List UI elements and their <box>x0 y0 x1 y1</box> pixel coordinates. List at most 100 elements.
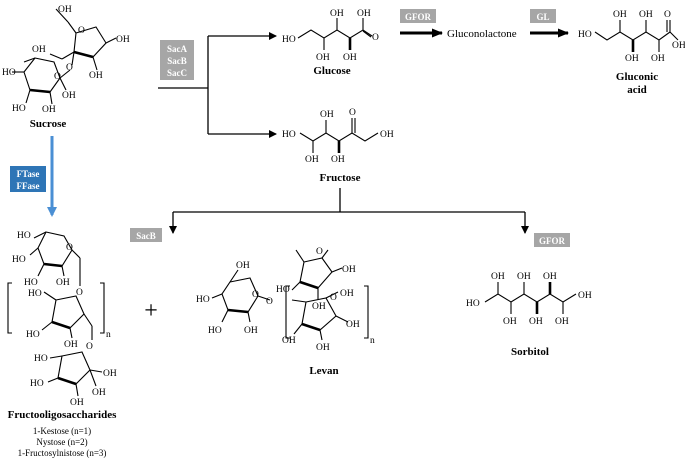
sucrose-oh-label: OH <box>62 91 76 101</box>
gluconic-oh-label: OH <box>672 41 685 51</box>
levan-oh-label: OH <box>342 265 356 275</box>
levan-ho-label: HO <box>208 326 222 336</box>
fos-ring-o-label: O <box>66 243 73 253</box>
sucrose-ho-label: HO <box>2 68 16 78</box>
sucrose-structure: O O O OH OH OH OH HO HO OH OH <box>2 5 130 115</box>
ftase-enzyme-box <box>10 166 46 192</box>
sacb-enzyme-box <box>130 228 162 242</box>
fructose-oh-label: OH <box>305 155 319 165</box>
gluconic-oh-label: OH <box>639 10 653 20</box>
gl-enzyme-label: GL <box>536 12 549 22</box>
sucrose-glyco-o-label: O <box>66 63 73 73</box>
sorbitol-oh-label: OH <box>491 272 505 282</box>
sucrose-ring-o-label: O <box>54 72 61 82</box>
fos-member-2: Nystose (n=2) <box>36 437 87 447</box>
gluconic-ho-label: HO <box>578 30 592 40</box>
sorbitol-structure: HO OH OH OH OH OH OH OH <box>466 272 592 327</box>
fos-oh-label: OH <box>92 388 106 398</box>
glucose-label: Glucose <box>313 65 350 77</box>
levan-n-label: n <box>370 336 375 346</box>
sucrose-label: Sucrose <box>30 118 67 130</box>
fos-member-1: 1-Kestose (n=1) <box>33 426 91 436</box>
levan-oh-label: OH <box>346 320 360 330</box>
fos-oh-label: OH <box>70 398 84 408</box>
sorbitol-oh-label: OH <box>529 317 543 327</box>
fos-oh-label: HO <box>17 231 31 241</box>
fos-ho-label: HO <box>28 289 42 299</box>
gluconic-oh-label: OH <box>651 54 665 64</box>
levan-oh-label: OH <box>244 326 258 336</box>
gluconolactone-label: Gluconolactone <box>447 28 517 40</box>
sorbitol-ho-label: HO <box>466 299 480 309</box>
gluconic-acid-label: acid <box>627 84 647 96</box>
fos-ho-label: HO <box>34 354 48 364</box>
glucose-structure: HO OH OH OH OH O <box>282 9 379 63</box>
gluconic-oh-label: OH <box>613 10 627 20</box>
gfor2-enzyme-box <box>534 233 570 247</box>
fos-ho-label: HO <box>26 330 40 340</box>
gluconic-o-label: O <box>664 10 671 20</box>
fos-n-label: n <box>106 330 111 340</box>
levan-label: Levan <box>309 365 338 377</box>
fos-member-3: 1-Fructosylnistose (n=3) <box>18 448 107 458</box>
sac-enzyme-label: SacC <box>167 68 187 78</box>
sucrose-ho-label: HO <box>12 104 26 114</box>
sucrose-oh-label: OH <box>116 35 130 45</box>
fructose-oh-label: OH <box>331 155 345 165</box>
ftase-enzyme-label: FTase <box>17 169 40 179</box>
sorbitol-oh-label: OH <box>578 291 592 301</box>
glucose-o-label: O <box>372 33 379 43</box>
gfor2-enzyme-label: GFOR <box>539 236 565 246</box>
sac-enzyme-box <box>160 40 194 80</box>
sucrose-oh-label: OH <box>42 105 56 115</box>
gfor-enzyme-box <box>400 9 436 23</box>
fructose-ho-label: HO <box>282 130 296 140</box>
glucose-oh-label: OH <box>343 53 357 63</box>
levan-o-label: O <box>316 247 323 257</box>
glucose-ho-label: HO <box>282 35 296 45</box>
fructose-label: Fructose <box>320 172 361 184</box>
glucose-oh-label: OH <box>357 9 371 19</box>
fos-ho-label: HO <box>24 278 38 288</box>
levan-ho-label: HO <box>196 295 210 305</box>
fos-ho-label: HO <box>30 379 44 389</box>
levan-oh-label: OH <box>340 289 354 299</box>
sucrose-oh-label: OH <box>89 71 103 81</box>
sorbitol-oh-label: OH <box>555 317 569 327</box>
gluconic-acid-structure: HO OH OH O OH OH OH <box>578 10 685 64</box>
fos-o-label: O <box>86 342 93 352</box>
fos-label: Fructooligosaccharides <box>8 409 117 421</box>
fos-oh-label: OH <box>64 340 78 350</box>
sacb-enzyme-label: SacB <box>136 231 156 241</box>
sucrose-oh-label: OH <box>32 45 46 55</box>
fructose-structure: HO OH O OH OH OH <box>282 108 394 165</box>
fructose-o-label: O <box>349 108 356 118</box>
levan-structure: O OH HO OH O OH HO HO OH O n O OH OH OH … <box>196 247 375 353</box>
sac-enzyme-label: SacA <box>167 44 188 54</box>
levan-o-label: O <box>252 290 259 300</box>
levan-o-label: O <box>330 293 337 303</box>
levan-oh-label: OH <box>236 261 250 271</box>
sac-enzyme-label: SacB <box>167 56 187 66</box>
ftase-enzyme-label: FFase <box>17 181 40 191</box>
sucrose-fura-o-label: O <box>78 26 85 36</box>
fos-oh-label: OH <box>103 369 117 379</box>
plus-sign: + <box>144 298 158 324</box>
levan-oh-label: OH <box>312 302 326 312</box>
fos-o-label: O <box>76 288 83 298</box>
sorbitol-oh-label: OH <box>543 272 557 282</box>
sorbitol-label: Sorbitol <box>511 346 549 358</box>
levan-ho-label: HO <box>276 285 290 295</box>
glucose-oh-label: OH <box>330 9 344 19</box>
fructose-oh-label: OH <box>380 130 394 140</box>
fos-structure: O HO HO HO OH O n HO HO OH O HO HO OH OH… <box>7 231 117 408</box>
levan-oh-label: OH <box>316 343 330 353</box>
fructose-oh-label: OH <box>320 110 334 120</box>
gluconic-acid-label: Gluconic <box>616 71 658 83</box>
gl-enzyme-box <box>530 9 556 23</box>
fos-ho-label: HO <box>12 255 26 265</box>
sorbitol-oh-label: OH <box>503 317 517 327</box>
gluconic-oh-label: OH <box>625 54 639 64</box>
levan-oh-label: OH <box>282 336 296 346</box>
